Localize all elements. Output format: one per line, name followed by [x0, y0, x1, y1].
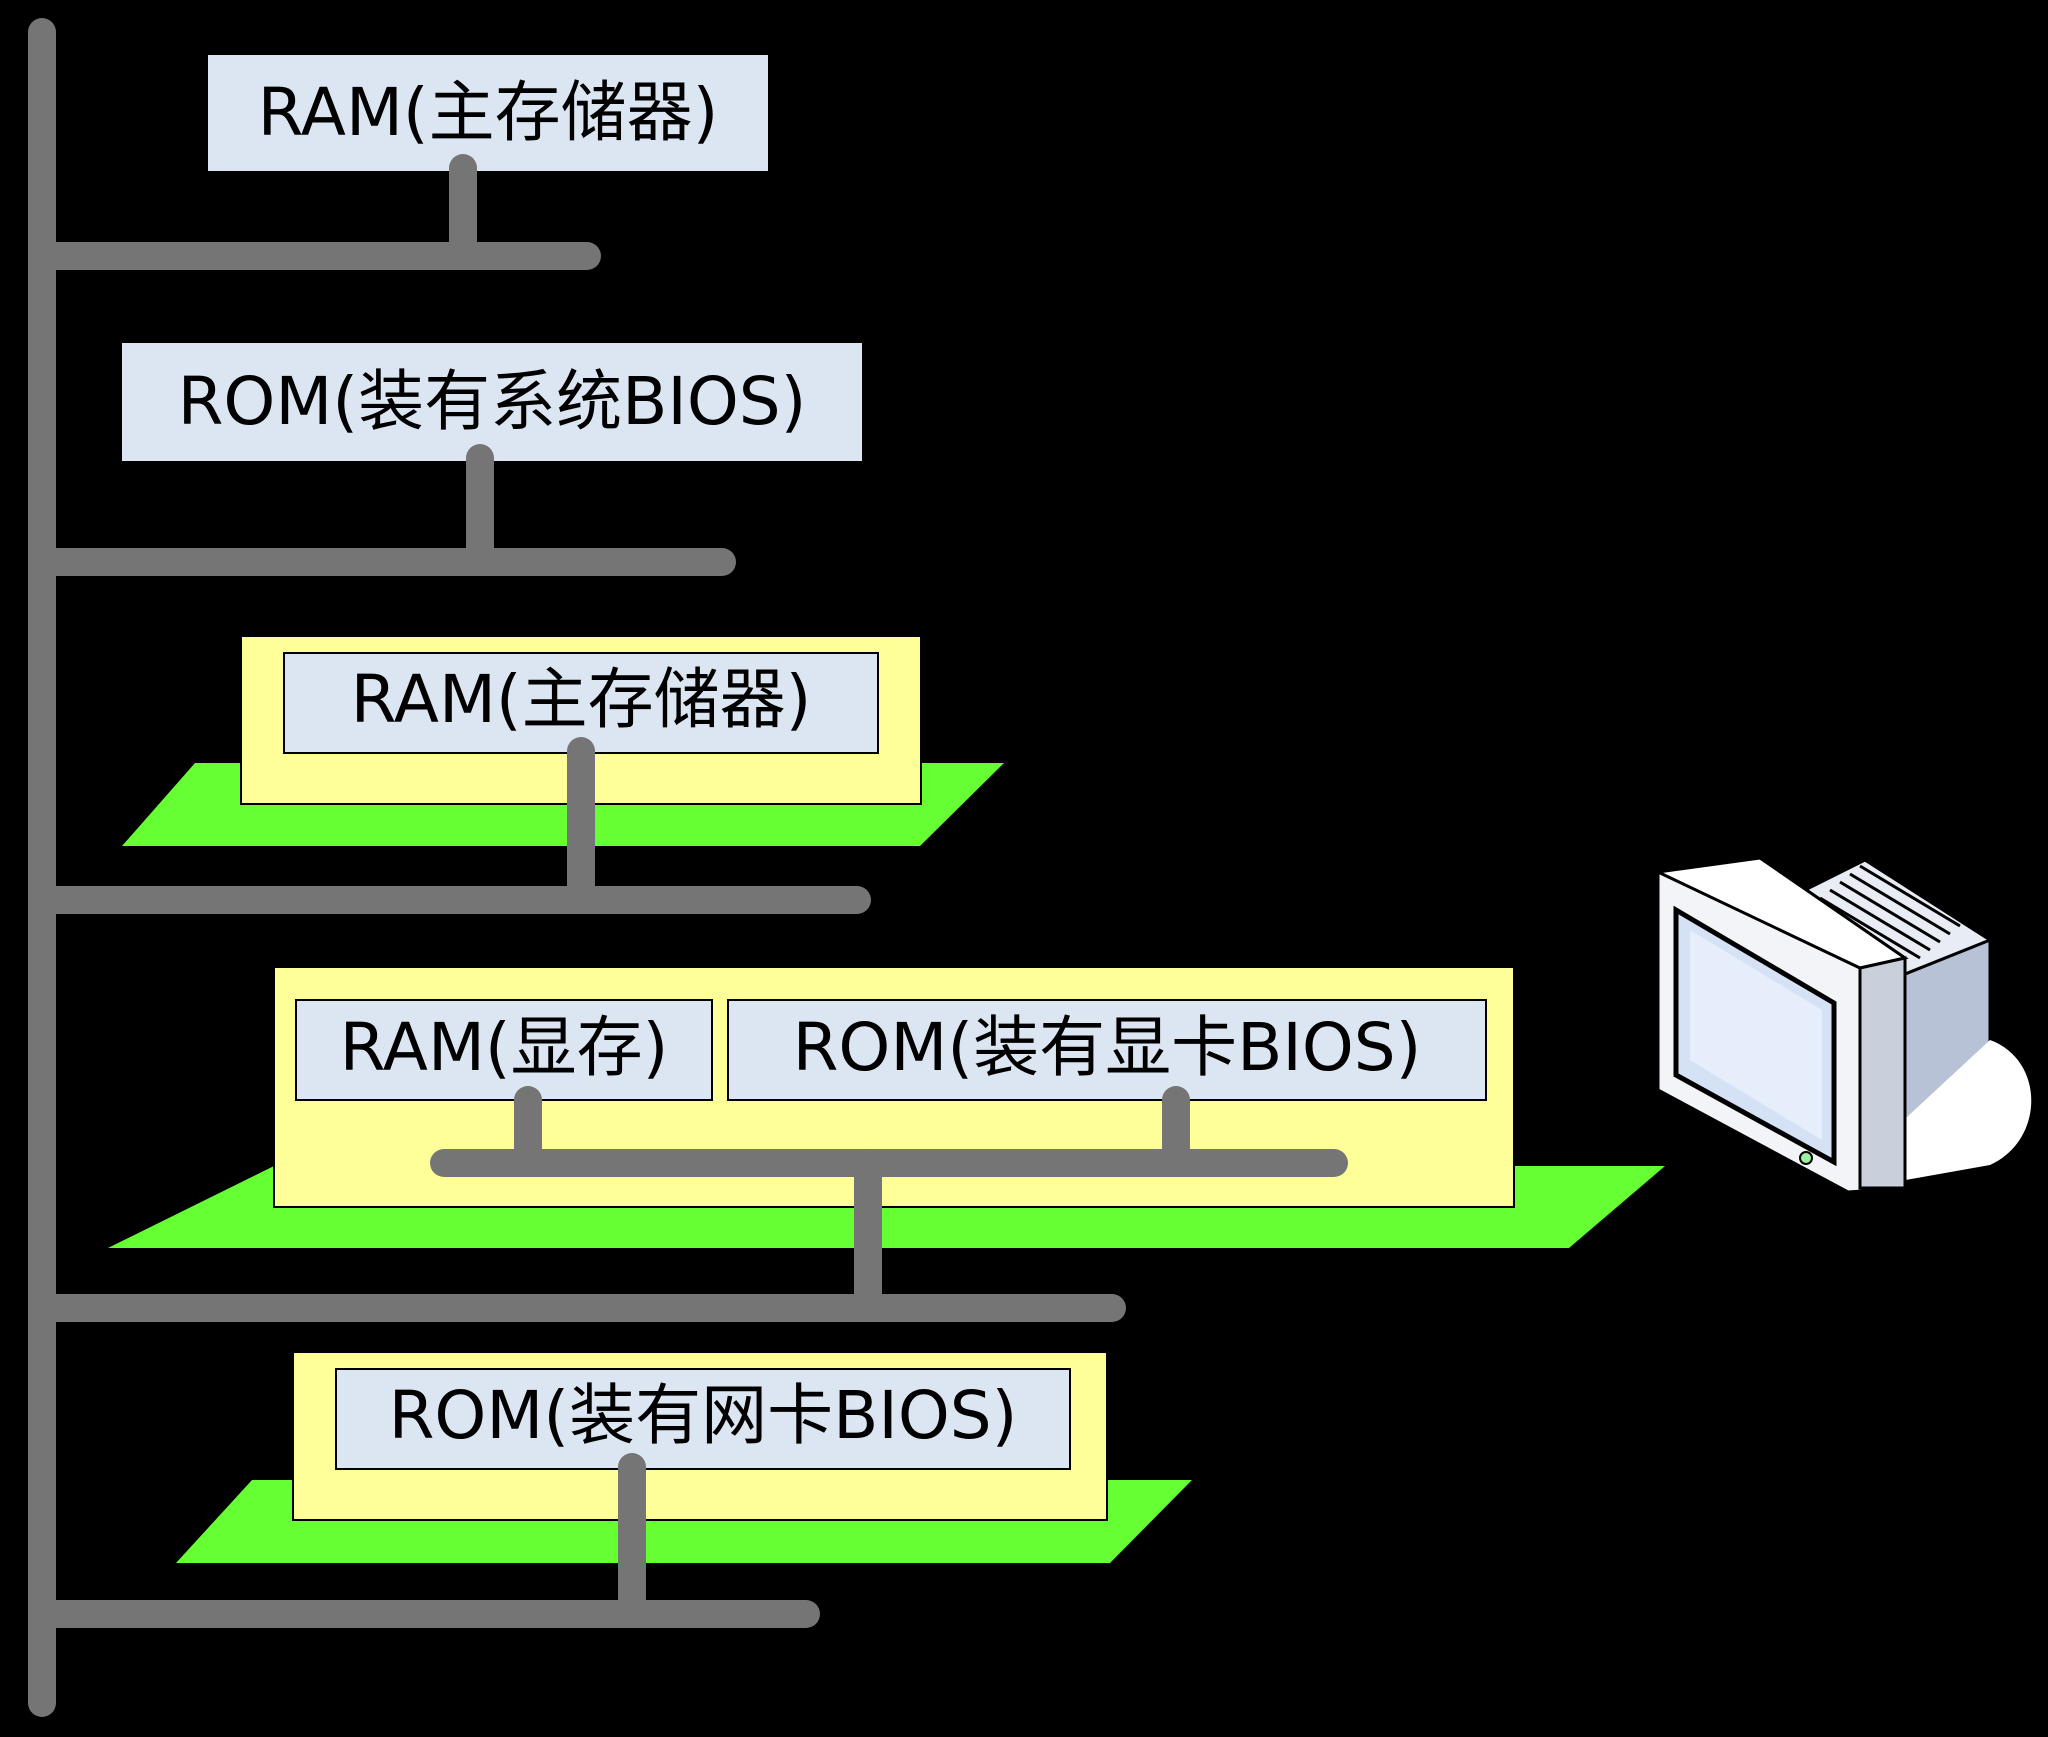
rom-system-bios: ROM(装有系统BIOS) — [28, 343, 862, 576]
network-card-board: ROM(装有网卡BIOS) — [28, 1351, 1192, 1628]
chip-box — [208, 55, 768, 171]
chip-box — [283, 652, 879, 754]
vram-chip-box — [295, 999, 713, 1101]
chip-label: RAM(主存储器) — [351, 661, 812, 738]
ram-main-memory-1: RAM(主存储器) — [28, 55, 768, 270]
video-card-board: RAM(显存) ROM(装有显卡BIOS) — [28, 966, 1665, 1322]
chip-label: ROM(装有网卡BIOS) — [389, 1377, 1018, 1454]
chip-label: ROM(装有系统BIOS) — [178, 363, 807, 440]
video-bios-chip-box — [727, 999, 1487, 1101]
chip-box — [335, 1368, 1071, 1470]
chip-label: RAM(主存储器) — [258, 74, 719, 151]
video-bios-label: ROM(装有显卡BIOS) — [793, 1009, 1422, 1086]
ram-main-memory-board: RAM(主存储器) — [28, 635, 1004, 914]
vram-label: RAM(显存) — [340, 1009, 669, 1086]
crt-monitor-icon — [1652, 856, 2032, 1194]
chip-box — [122, 343, 862, 461]
